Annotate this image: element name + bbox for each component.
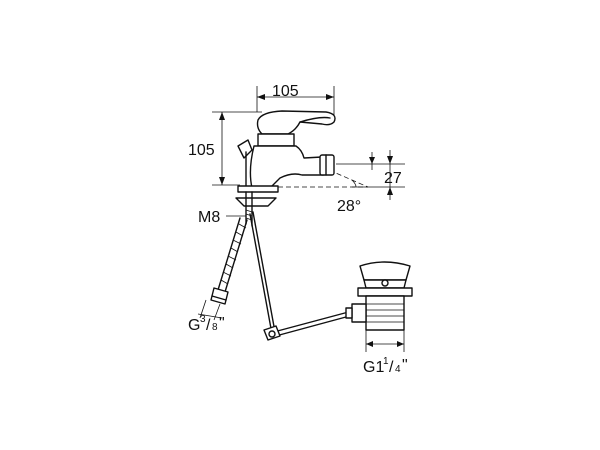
width-dimension: 105 bbox=[256, 83, 335, 118]
svg-text:4: 4 bbox=[395, 364, 401, 375]
hose-thread-label: G 3 / 8 " bbox=[188, 314, 225, 334]
svg-text:": " bbox=[219, 315, 225, 332]
svg-text:": " bbox=[402, 357, 408, 374]
svg-text:G1: G1 bbox=[363, 359, 384, 376]
svg-text:/: / bbox=[206, 317, 211, 334]
stud-thread-label: M8 bbox=[198, 209, 220, 226]
svg-text:8: 8 bbox=[212, 322, 218, 333]
width-label: 105 bbox=[272, 83, 299, 100]
aerator-offset-dimension: 27 bbox=[336, 150, 405, 200]
lever-handle bbox=[256, 110, 336, 135]
waste-valve bbox=[345, 261, 413, 352]
angle-label: 28° bbox=[337, 198, 361, 215]
mixer-body bbox=[237, 110, 336, 193]
height-dimension: 105 bbox=[188, 111, 262, 186]
mounting-stud: M8 bbox=[198, 191, 277, 227]
svg-text:/: / bbox=[389, 359, 394, 376]
waste-thread-label: G1 1 / 4 " bbox=[363, 356, 408, 376]
popup-knob bbox=[237, 139, 253, 159]
flexible-hose bbox=[197, 217, 248, 321]
height-label: 105 bbox=[188, 142, 215, 159]
popup-linkage-rod bbox=[249, 211, 358, 341]
svg-text:1: 1 bbox=[383, 356, 389, 367]
aerator-offset-label: 27 bbox=[384, 170, 402, 187]
svg-text:G: G bbox=[188, 317, 200, 334]
svg-text:3: 3 bbox=[200, 314, 206, 325]
